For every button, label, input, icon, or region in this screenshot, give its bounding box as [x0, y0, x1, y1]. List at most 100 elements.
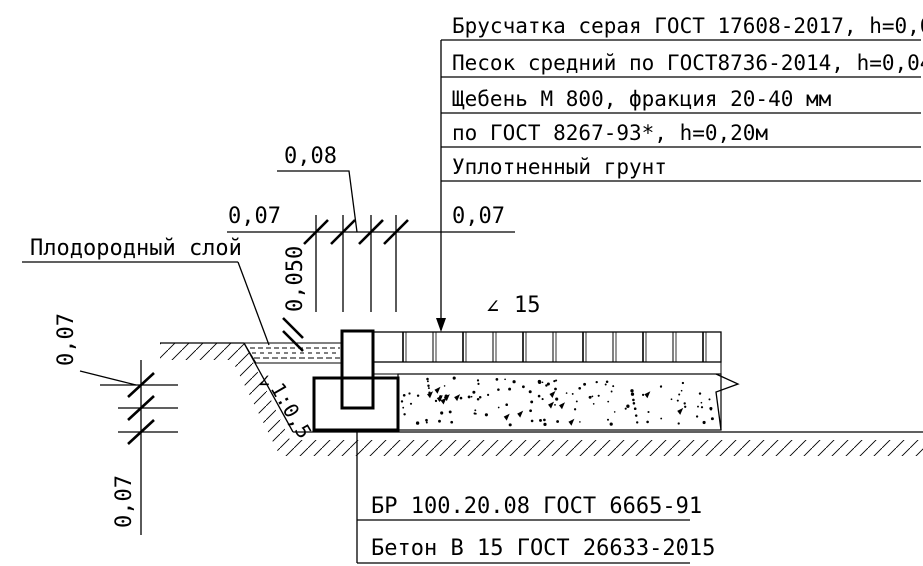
gravel-dot	[508, 423, 512, 427]
gravel-dot	[555, 397, 559, 401]
gravel-dot	[452, 376, 456, 380]
gravel-dot	[606, 418, 610, 421]
gravel-dot	[440, 411, 444, 415]
dim-vertical-0050: 0,050	[283, 246, 308, 312]
dim-0050: 0,050	[282, 246, 308, 352]
soil	[160, 342, 923, 456]
curb-notes: БР 100.20.08 ГОСТ 6665-91 Бетон В 15 ГОС…	[356, 430, 715, 564]
gravel-dot	[613, 411, 616, 413]
gravel-dot	[409, 402, 413, 405]
dim-left-vertical-bottom: 0,07	[112, 475, 137, 528]
gravel-stone	[436, 395, 443, 403]
gravel-dot	[476, 398, 480, 401]
gravel-dot	[427, 384, 430, 388]
gravel-dot	[605, 380, 609, 383]
gravel-dot	[677, 422, 680, 425]
gravel-dot	[543, 418, 546, 422]
gravel-dot	[474, 409, 477, 412]
gravel-dot	[448, 410, 452, 414]
gravel-dot	[553, 379, 556, 383]
gravel-dot	[632, 398, 635, 402]
gravel-dot	[497, 406, 500, 409]
fertile-soil	[243, 342, 343, 364]
sand-layer	[372, 361, 722, 375]
gravel-dot	[632, 402, 636, 405]
gravel-dot	[604, 383, 607, 386]
gravel-dot	[459, 396, 463, 400]
gravel-dot	[575, 400, 578, 403]
gravel-dot	[537, 379, 542, 384]
gravel-dot	[537, 394, 541, 398]
gravel-dot	[583, 382, 587, 386]
top-dimensions: 0,08 0,07 0,07	[227, 144, 515, 312]
gravel-dot	[476, 379, 480, 382]
gravel-dot	[402, 393, 406, 397]
gravel-dot	[678, 393, 681, 396]
gravel-dot	[659, 385, 663, 388]
dim-top-008: 0,08	[284, 144, 337, 169]
gravel-dot	[676, 399, 679, 402]
gravel-dot	[427, 387, 430, 390]
gravel-dot	[504, 378, 506, 381]
gravel-dot	[403, 413, 406, 416]
gravel-dot	[530, 400, 534, 404]
gravel-dot	[505, 403, 509, 407]
gravel-dot	[698, 392, 702, 395]
gravel-dot	[702, 420, 706, 425]
gravel-stone	[454, 394, 461, 402]
curb-assembly	[312, 329, 400, 432]
gravel-dot	[497, 388, 500, 391]
gravel-dot	[415, 421, 420, 425]
gravel-dot	[546, 382, 550, 386]
gravel-dot	[700, 401, 703, 404]
gravel-dot	[495, 378, 499, 381]
gravel-dot	[708, 398, 711, 401]
layer-paving: Брусчатка серая ГОСТ 17608-2017, h=0,08м	[452, 14, 923, 38]
gravel-dot	[554, 404, 556, 406]
gravel-dot	[630, 392, 635, 396]
gravel-dot	[528, 390, 532, 394]
slope-symbol: ∠	[486, 295, 499, 320]
gravel-dot	[543, 422, 547, 426]
gravel-dot	[697, 405, 699, 408]
gravel-dot	[609, 422, 613, 426]
gravel-dot	[647, 410, 650, 414]
gravel-dot	[426, 377, 429, 381]
gravel-dot	[416, 394, 420, 397]
fertile-layer-callout: Плодородный слой	[22, 236, 270, 346]
gravel-stone	[644, 391, 651, 399]
gravel-dot	[670, 398, 673, 401]
gravel-dot	[539, 418, 542, 422]
dim-left-vertical-top: 0,07	[54, 313, 79, 366]
gravel-dot	[700, 406, 704, 409]
gravel-dot	[626, 404, 630, 408]
gravel-dot	[595, 380, 598, 384]
layer-sand: Песок средний по ГОСТ8736-2014, h=0,04м	[452, 51, 923, 75]
gravel-dot	[634, 414, 638, 417]
gravel-dot	[612, 385, 615, 388]
gravel-dot	[579, 421, 581, 423]
gravel-dot	[450, 420, 454, 424]
layer-compacted-soil: Уплотненный грунт	[452, 155, 667, 179]
gravel-stone	[677, 407, 684, 415]
dim-right-007: 0,07	[452, 204, 505, 229]
gravel-dot	[630, 389, 634, 393]
gravel-dot	[426, 380, 429, 383]
gravel-dot	[610, 390, 613, 393]
gravel-stone	[434, 386, 441, 394]
paving-stones	[372, 331, 722, 363]
gravel-dot	[472, 390, 476, 394]
callout-arrow	[436, 318, 446, 332]
concrete-foundation	[312, 376, 400, 432]
gravel-dot	[681, 381, 685, 385]
gravel-stone	[443, 394, 450, 402]
dim-left-007: 0,07	[228, 204, 281, 229]
gravel-dot	[578, 386, 582, 390]
gravel-dot	[555, 379, 558, 382]
gravel-dot	[512, 380, 516, 384]
gravel-dot	[484, 413, 488, 417]
gravel-dot	[522, 385, 525, 389]
gravel-dot	[684, 405, 687, 408]
gravel-dot	[556, 420, 560, 423]
